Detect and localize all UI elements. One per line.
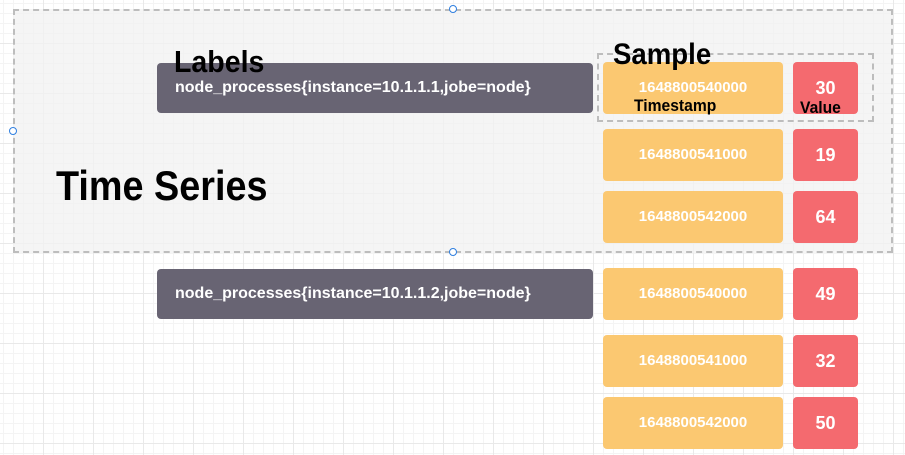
sample-highlight-box <box>597 53 874 122</box>
series-2-sample-1-value[interactable]: 49 <box>793 268 858 320</box>
selection-handle-bottom[interactable] <box>449 248 457 256</box>
timestamp-caption: Timestamp <box>634 96 717 115</box>
series-2-label[interactable]: node_processes{instance=10.1.1.2,jobe=no… <box>157 269 593 319</box>
value-caption: Value <box>800 98 841 117</box>
selection-handle-left[interactable] <box>9 127 17 135</box>
series-1-sample-1-value[interactable]: 30 <box>793 62 858 114</box>
series-2-sample-1-timestamp[interactable]: 1648800540000 <box>603 268 783 320</box>
sample-caption: Sample <box>613 38 712 71</box>
series-2-sample-2-value[interactable]: 32 <box>793 335 858 387</box>
series-2-sample-3-timestamp[interactable]: 1648800542000 <box>603 397 783 449</box>
series-1-sample-3-timestamp[interactable]: 1648800542000 <box>603 191 783 243</box>
selection-handle-top[interactable] <box>449 5 457 13</box>
series-1-label[interactable]: node_processes{instance=10.1.1.1,jobe=no… <box>157 63 593 113</box>
series-1-sample-3-value[interactable]: 64 <box>793 191 858 243</box>
series-2-sample-2-timestamp[interactable]: 1648800541000 <box>603 335 783 387</box>
time-series-caption: Time Series <box>56 162 268 209</box>
series-1-sample-2-timestamp[interactable]: 1648800541000 <box>603 129 783 181</box>
series-1-sample-1-timestamp[interactable]: 1648800540000 <box>603 62 783 114</box>
series-1-sample-2-value[interactable]: 19 <box>793 129 858 181</box>
labels-caption: Labels <box>174 44 265 79</box>
series-2-sample-3-value[interactable]: 50 <box>793 397 858 449</box>
